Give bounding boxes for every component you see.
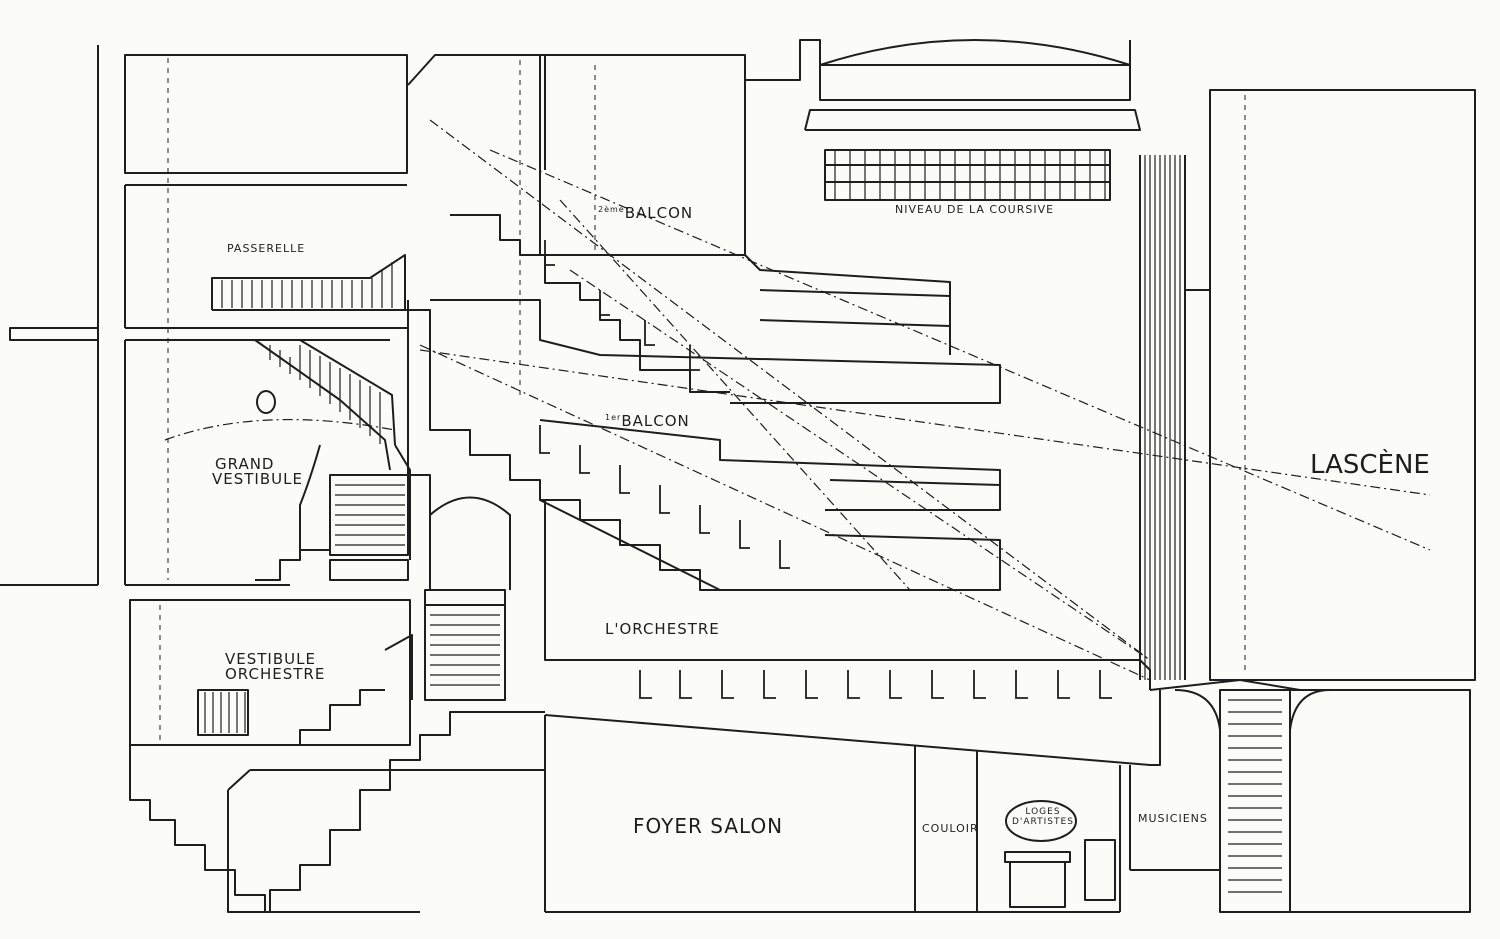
label-second-balcony: 2èmeBALCON [598,204,693,222]
label-couloir: COULOIR [922,822,979,835]
label-passerelle: PASSERELLE [227,242,306,255]
label-vestibule-orchestre-1: VESTIBULE [225,650,316,668]
label-loges: LOGES [1025,807,1061,817]
label-first-balcony: 1erBALCON [605,412,690,430]
label-grand: GRAND [215,455,275,473]
label-scene: LASCÈNE [1310,450,1430,480]
label-second-balcony-prefix: 2ème [598,205,625,214]
label-loges-artistes: LOGES D'ARTISTES [1012,807,1074,827]
upper-left-block [124,54,408,174]
label-niveau-coursive: NIVEAU DE LA COURSIVE [895,203,1055,216]
ornament-medallion-icon [256,390,276,414]
label-first-balcony-prefix: 1er [605,413,622,422]
label-orchestre: L'ORCHESTRE [605,620,720,638]
label-foyer-salon: FOYER SALON [633,814,784,838]
label-vestibule: VESTIBULE [212,470,303,488]
label-artistes: D'ARTISTES [1012,817,1074,827]
label-first-balcony-text: BALCON [621,412,690,430]
label-vestibule-orchestre-2: ORCHESTRE [225,665,326,683]
label-musiciens: MUSICIENS [1138,812,1208,825]
label-second-balcony-text: BALCON [624,204,694,222]
